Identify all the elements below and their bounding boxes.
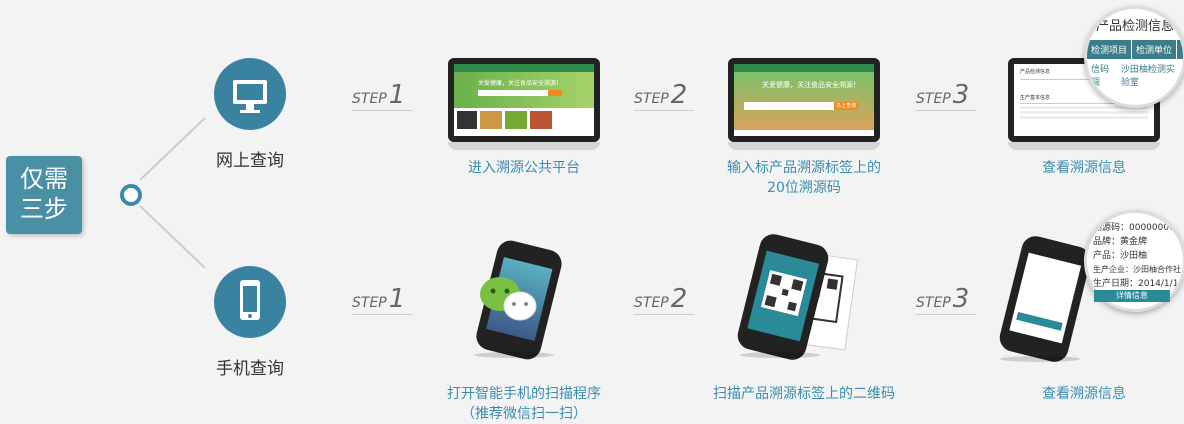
web-step1-label: STEP1	[352, 80, 406, 110]
monitor-icon	[233, 80, 267, 113]
divider	[634, 110, 694, 111]
smartphone-icon	[240, 280, 260, 320]
web2-search-button: 马上查询	[834, 102, 858, 110]
info-line: 溯源码：00000000	[1093, 223, 1175, 233]
laptop-platform-home: 关爱健康，关注食品安全溯源！	[448, 58, 600, 150]
web2-banner: 关爱健康，关注食品安全溯源！	[762, 81, 860, 89]
web3-subtitle: 生产基本信息	[1020, 95, 1051, 101]
divider	[352, 110, 412, 111]
divider	[916, 314, 976, 315]
wechat-icon	[480, 277, 537, 321]
mobile-step1-label: STEP1	[352, 284, 406, 314]
caption-web3: 查看溯源信息	[1042, 160, 1126, 176]
web3-title: 产品检测信息	[1020, 69, 1051, 75]
magnifier-col1: 检测项目	[1087, 40, 1133, 59]
magnifier-title: 产品检测信息	[1095, 19, 1174, 34]
web-step2-label: STEP2	[634, 80, 688, 110]
web-step3-label: STEP3	[916, 80, 970, 110]
magnifier-row-label: 信码调	[1091, 65, 1110, 88]
mobile-step2-label: STEP2	[634, 284, 688, 314]
phone-qr-scan	[734, 231, 860, 363]
info-line: 生产日期：2014/1/1	[1093, 279, 1179, 289]
badge-line1: 仅需	[20, 165, 68, 193]
laptop-base	[1008, 142, 1160, 150]
laptop-base	[448, 142, 600, 150]
details-button: 详情信息	[1094, 290, 1170, 302]
caption-web1: 进入溯源公共平台	[468, 160, 580, 176]
qr-code-icon	[760, 270, 807, 317]
laptop-enter-code: 关爱健康，关注食品安全溯源！ 马上查询	[728, 58, 880, 150]
mobile-query-label: 手机查询	[216, 359, 284, 379]
badge-line2: 三步	[20, 195, 68, 223]
caption-mobile1: 打开智能手机的扫描程序（推荐微信扫一扫）	[447, 386, 601, 422]
web1-banner: 关爱健康，关注食品安全溯源！	[478, 80, 563, 87]
divider	[634, 314, 694, 315]
web-query-icon	[214, 58, 286, 130]
info-line: 产品：沙田柚	[1093, 251, 1148, 261]
mobile-query-icon	[214, 266, 286, 338]
magnifier-detection-info: 产品检测信息 检测项目 检测单位 信码调 沙田柚检测实验室	[1084, 6, 1184, 108]
divider	[352, 314, 412, 315]
laptop-trace-info: 产品检测信息 生产基本信息	[1008, 58, 1160, 150]
divider	[916, 110, 976, 111]
magnifier-col2: 检测单位	[1132, 40, 1178, 59]
caption-mobile3: 查看溯源信息	[1042, 386, 1126, 402]
phone-trace-info	[996, 233, 1094, 365]
three-steps-badge: 仅需 三步	[6, 156, 82, 234]
caption-mobile2: 扫描产品溯源标签上的二维码	[713, 386, 895, 402]
magnifier-row-value: 沙田柚检测实验室	[1120, 65, 1175, 88]
magnifier-info-list: 溯源码：00000000 品牌：黄金牌 产品：沙田柚 生产企业：沙田柚合作社 生…	[1087, 213, 1183, 291]
web-query-label: 网上查询	[216, 151, 284, 171]
phone-wechat	[470, 237, 565, 363]
info-line: 生产企业：沙田柚合作社	[1093, 265, 1181, 274]
laptop-base	[728, 142, 880, 150]
mobile-step3-label: STEP3	[916, 284, 970, 314]
info-line: 品牌：黄金牌	[1093, 237, 1148, 247]
hub-node	[120, 184, 142, 206]
